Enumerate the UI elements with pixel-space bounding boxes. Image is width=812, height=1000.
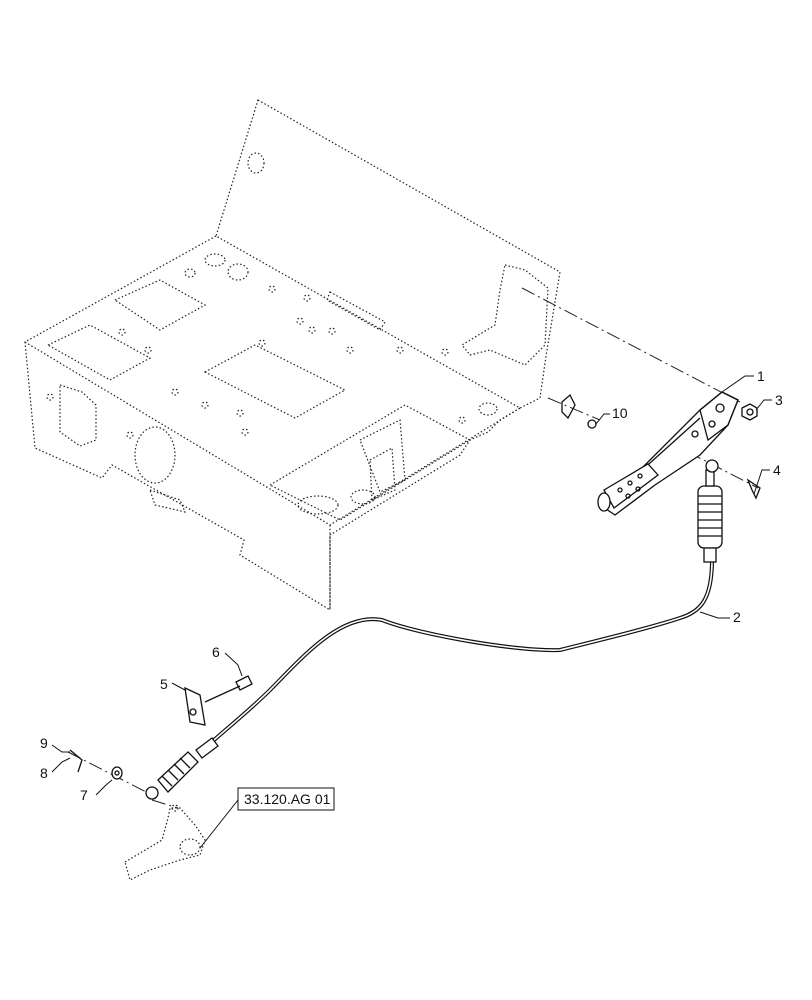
assembly-center-lines (67, 287, 759, 809)
washer-part-7 (111, 766, 123, 780)
upper-cable-boot (697, 459, 723, 563)
callout-7: 7 (80, 787, 88, 803)
section-reference[interactable]: 33.120.AG 01 (237, 787, 335, 811)
chassis-frame (24, 99, 561, 612)
callout-8: 8 (40, 765, 48, 781)
section-reference-label[interactable]: 33.120.AG 01 (244, 791, 331, 807)
callout-3: 3 (775, 392, 783, 408)
clip-part-4 (746, 478, 761, 500)
section-reference-box[interactable] (237, 787, 335, 811)
callout-labels: 1 2 3 4 5 6 7 8 9 10 (40, 368, 783, 803)
bolt-part-6 (204, 675, 253, 703)
callout-9: 9 (40, 735, 48, 751)
brake-cable (145, 459, 723, 800)
callout-1: 1 (757, 368, 765, 384)
cotter-pin-part-8-9 (69, 749, 83, 773)
leader-lines (51, 375, 772, 849)
callout-5: 5 (160, 676, 168, 692)
clamp-bracket-part-5 (184, 686, 206, 726)
pedal-linkage (124, 804, 206, 881)
nut-part-3 (741, 403, 758, 421)
lower-cable-boot (145, 737, 219, 800)
callout-2: 2 (733, 609, 741, 625)
frame-holes (46, 285, 466, 439)
callout-4: 4 (773, 462, 781, 478)
callout-10: 10 (612, 405, 628, 421)
brake-lever (597, 391, 739, 516)
callout-6: 6 (212, 644, 220, 660)
